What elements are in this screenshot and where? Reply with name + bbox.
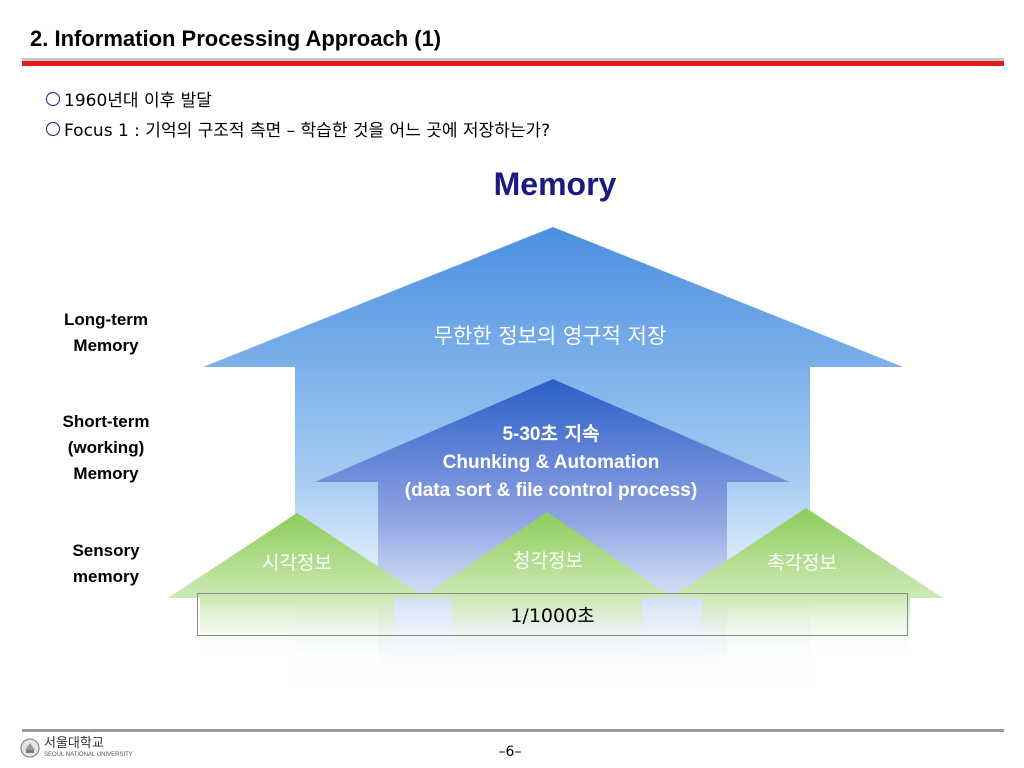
logo-korean-text: 서울대학교	[44, 736, 104, 751]
short-term-process: (data sort & file control process)	[404, 480, 698, 501]
sensory-channel-auditory: 청각정보	[513, 550, 583, 572]
short-term-chunking: Chunking & Automation	[442, 452, 660, 473]
label-short-term: Short-term (working) Memory	[62, 412, 150, 483]
title-rule	[22, 61, 1004, 66]
page-number: –6–	[498, 744, 522, 760]
sensory-duration-box	[197, 593, 908, 636]
label-long-term: Long-term Memory	[63, 310, 149, 355]
label-sensory: Sensory memory	[72, 541, 140, 586]
sensory-channel-visual: 시각정보	[262, 552, 332, 574]
sensory-arrow-tactile	[670, 508, 943, 660]
title-rule-shadow	[22, 58, 1004, 62]
bullet-item: 1960년대 이후 발달	[46, 86, 212, 111]
diagram-heading: Memory	[493, 166, 617, 202]
circle-bullet-icon	[46, 91, 60, 106]
slide-title: 2. Information Processing Approach (1)	[30, 26, 442, 51]
bullet-text: 1960년대 이후 발달	[64, 91, 212, 111]
long-term-content: 무한한 정보의 영구적 저장	[433, 324, 667, 348]
university-logo: 서울대학교 SEOUL NATIONAL UNIVERSITY	[20, 737, 133, 759]
footer-rule	[22, 729, 1004, 732]
bullet-item: Focus 1 : 기억의 구조적 측면 – 학습한 것을 어느 곳에 저장하는…	[46, 116, 550, 141]
circle-bullet-icon	[46, 121, 60, 136]
sensory-arrow-visual	[168, 513, 426, 660]
snu-emblem-icon	[20, 738, 40, 758]
short-term-content: 5-30초 지속 Chunking & Automation (data sor…	[350, 420, 752, 505]
bullet-text: Focus 1 : 기억의 구조적 측면 – 학습한 것을 어느 곳에 저장하는…	[64, 121, 551, 141]
sensory-channel-tactile: 촉각정보	[767, 552, 837, 574]
sensory-duration-text: 1/1000초	[510, 605, 595, 627]
sensory-arrow-auditory	[421, 512, 673, 660]
short-term-duration-number: 5-30	[502, 424, 541, 445]
short-term-duration-unit: 초 지속	[540, 423, 600, 445]
logo-english-text: SEOUL NATIONAL UNIVERSITY	[44, 752, 133, 758]
